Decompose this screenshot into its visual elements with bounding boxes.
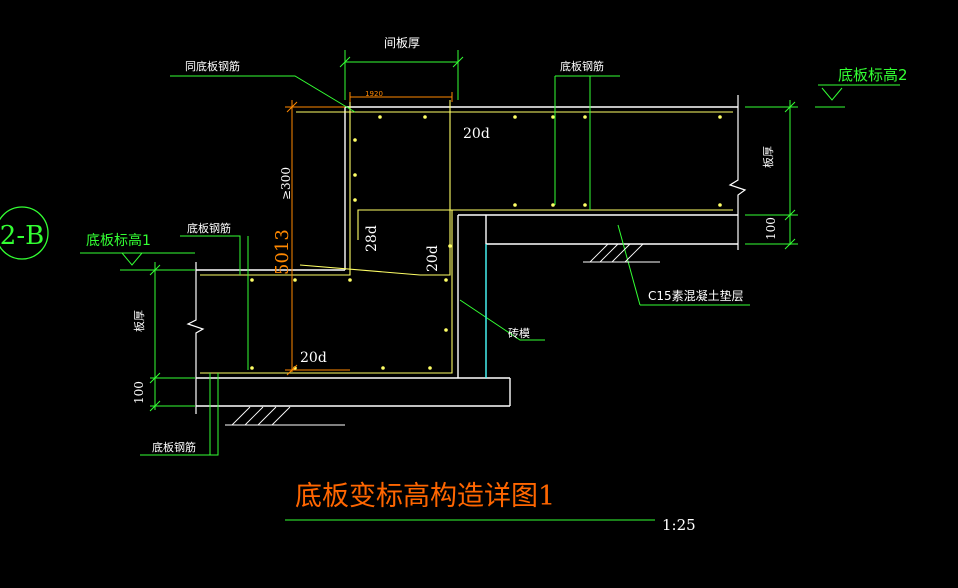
dim-100-right: 100 xyxy=(764,217,778,240)
grid-bubble: 2-B xyxy=(0,206,49,260)
bottom-elevation-2-label: 底板标高2 xyxy=(838,66,908,84)
drawing-title: 底板变标高构造详图1 xyxy=(295,481,555,512)
labels: 间板厚 同底板钢筋 底板钢筋 底板标高2 底板标高1 底板钢筋 底板钢筋 C15… xyxy=(86,36,908,534)
rebar-dots xyxy=(250,115,722,370)
ground-hatch xyxy=(225,243,660,426)
rebar xyxy=(200,100,733,374)
dimensions xyxy=(80,50,900,521)
drawing-scale: 1:25 xyxy=(662,516,696,534)
rebar-top-label: 同底板钢筋 xyxy=(185,59,240,73)
bottom-elevation-1-label: 底板标高1 xyxy=(86,232,151,249)
anchor-20d-top: 20d xyxy=(463,126,490,142)
brick-mold-label: 砖模 xyxy=(508,326,530,340)
anchor-20d-mid: 20d xyxy=(425,245,441,272)
rebar-left-label: 底板钢筋 xyxy=(187,221,231,235)
slab-thickness-right: 板厚 xyxy=(761,146,775,168)
break-marks xyxy=(186,95,747,414)
partition-thickness-label: 间板厚 xyxy=(384,36,420,50)
dim-ge300: ≥300 xyxy=(279,167,293,200)
slab-thickness-left: 板厚 xyxy=(132,310,146,332)
rebar-right-label: 底板钢筋 xyxy=(560,59,604,73)
step-dimension xyxy=(285,92,453,376)
dim-5013: 5013 xyxy=(272,229,293,275)
cushion-label: C15素混凝土垫层 xyxy=(648,288,744,303)
rebar-bottom-label: 底板钢筋 xyxy=(152,440,196,454)
anchor-28d: 28d xyxy=(364,225,380,252)
anchor-20d-bottom: 20d xyxy=(300,350,327,366)
dim-1920: 1920 xyxy=(365,90,383,98)
grid-bubble-text: 2-B xyxy=(0,221,44,251)
dim-100-left: 100 xyxy=(132,381,146,404)
